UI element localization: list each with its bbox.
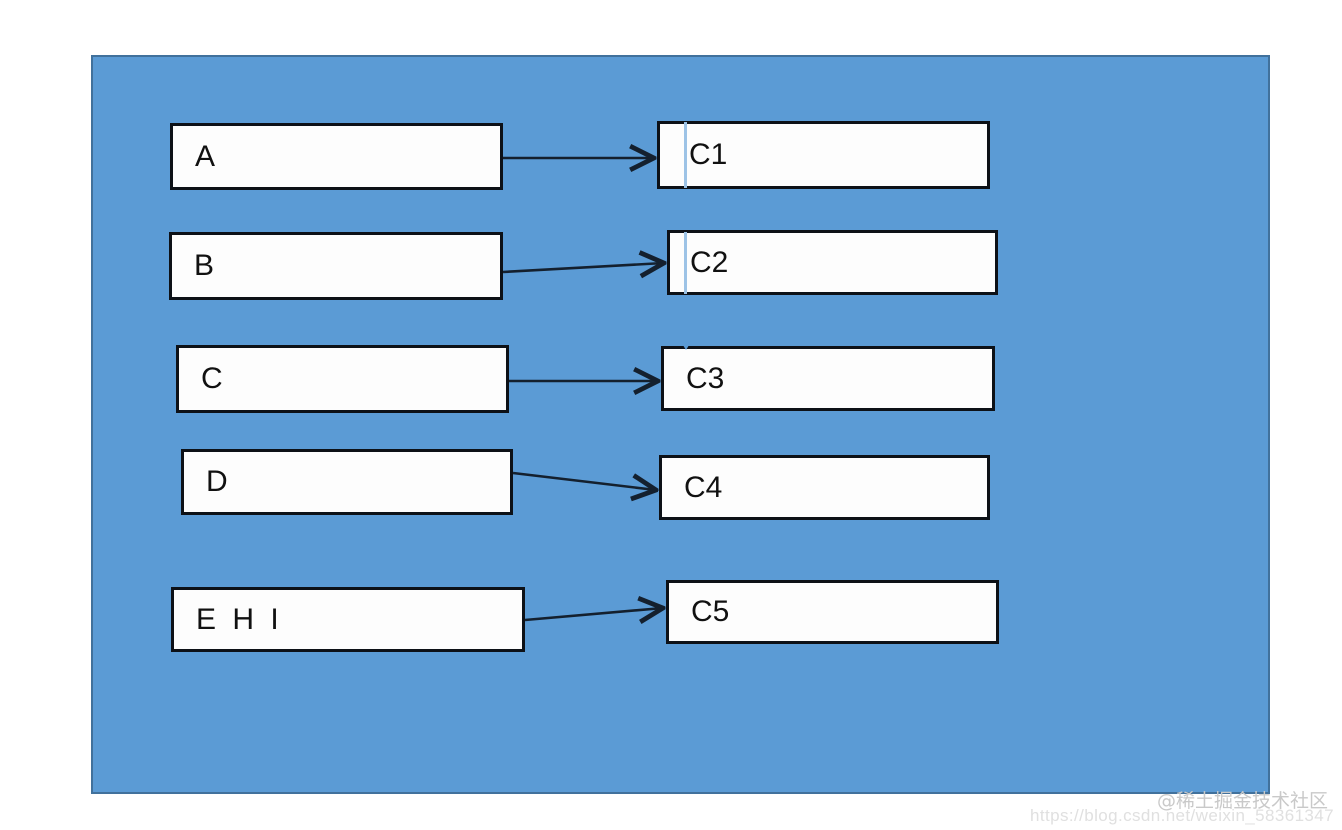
node-box-c[interactable]: C	[176, 345, 509, 413]
node-label-d: D	[206, 465, 228, 498]
node-box-c3[interactable]: C3	[661, 346, 995, 411]
node-box-c5[interactable]: C5	[666, 580, 999, 644]
node-box-c2[interactable]: C2	[667, 230, 998, 295]
text-caret-guide-c2	[684, 232, 687, 294]
node-box-d[interactable]: D	[181, 449, 513, 515]
node-label-c: C	[201, 362, 223, 395]
watermark-url: https://blog.csdn.net/weixin_58361347	[1029, 806, 1334, 825]
node-label-b: B	[194, 249, 215, 282]
node-label-c3: C3	[686, 361, 725, 395]
node-box-ehi[interactable]: E H I	[171, 587, 525, 652]
chevron-down-icon	[680, 341, 692, 350]
node-label-a: A	[195, 139, 216, 173]
node-label-c2: C2	[690, 245, 729, 279]
node-label-c4: C4	[684, 470, 723, 504]
node-label-c1: C1	[689, 138, 728, 171]
node-label-ehi: E H I	[196, 602, 283, 636]
node-box-b[interactable]: B	[169, 232, 503, 300]
node-label-c5: C5	[691, 595, 730, 628]
watermark-brand: @稀土掘金技术社区	[1156, 790, 1328, 812]
node-box-a[interactable]: A	[170, 123, 503, 190]
node-box-c4[interactable]: C4	[659, 455, 990, 520]
node-box-c1[interactable]: C1	[657, 121, 990, 189]
text-caret-guide-c1	[684, 122, 687, 188]
